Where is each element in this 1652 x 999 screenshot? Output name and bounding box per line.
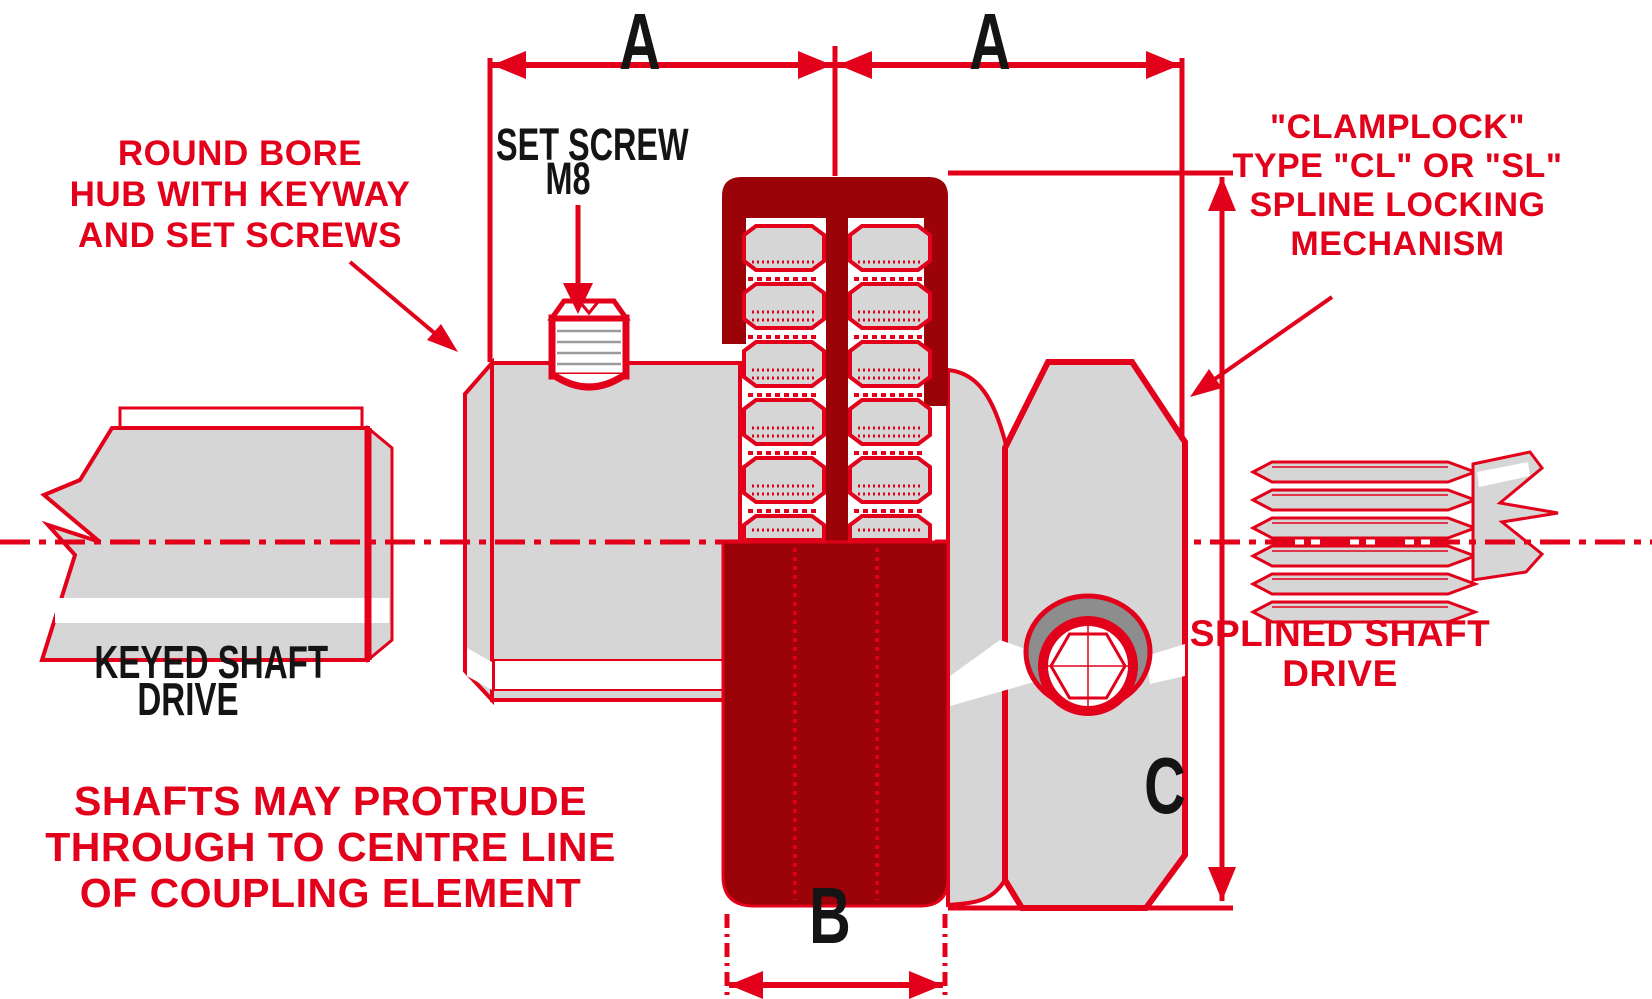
set-screw-label: SET SCREW M8 (468, 119, 689, 204)
dimension-c-label: C (1144, 741, 1186, 830)
dimension-b-label: B (809, 871, 851, 960)
set-screw-label-line: M8 (545, 153, 591, 204)
dimension-a (487, 46, 1185, 440)
round-bore-label: ROUND BORE HUB WITH KEYWAY AND SET SCREW… (20, 133, 460, 256)
key-drawing (118, 406, 364, 430)
coupling-teeth-right (848, 224, 932, 542)
shafts-note-line: THROUGH TO CENTRE LINE (45, 824, 616, 870)
shaft-break-stub-drawing (1471, 450, 1559, 582)
clamplock-label-line: MECHANISM (1290, 225, 1505, 263)
round-bore-label-line: AND SET SCREWS (78, 216, 402, 255)
clamplock-label-line: "CLAMPLOCK" (1270, 108, 1525, 146)
keyed-shaft-label-line: DRIVE (137, 673, 239, 725)
round-bore-label-line: HUB WITH KEYWAY (69, 175, 411, 214)
keyed-shaft-label-line: KEYED SHAFT (94, 636, 329, 688)
leader-arrow-round-bore (348, 260, 458, 352)
shafts-note-label: SHAFTS MAY PROTRUDE THROUGH TO CENTRE LI… (8, 778, 653, 916)
keyed-shaft-drawing (39, 406, 394, 664)
coupling-cap-drawing (722, 177, 948, 218)
shafts-note-line: OF COUPLING ELEMENT (79, 870, 582, 916)
clamplock-label-line: SPLINE LOCKING (1249, 186, 1546, 224)
splined-shaft-label: SPLINED SHAFT DRIVE (1165, 614, 1515, 694)
clamplock-label: "CLAMPLOCK" TYPE "CL" OR "SL" SPLINE LOC… (1230, 108, 1565, 264)
keyed-shaft-label: KEYED SHAFT DRIVE (58, 636, 329, 725)
splined-shaft-drawing (1249, 450, 1559, 624)
dimension-c (948, 170, 1236, 911)
coupling-teeth-left (742, 224, 826, 542)
dimension-b (724, 914, 948, 999)
round-bore-label-line: ROUND BORE (117, 134, 363, 173)
clamplock-label-line: TYPE "CL" OR "SL" (1232, 147, 1563, 185)
hex-socket-bolt-drawing (1023, 593, 1153, 716)
splined-shaft-label-line: SPLINED SHAFT (1189, 613, 1491, 654)
dimension-a-left-label: A (619, 0, 661, 86)
keyway-slot-drawing (493, 659, 739, 691)
hub-drawing (463, 357, 742, 706)
coupling-element-drawing (721, 177, 950, 908)
set-screw-drawing (547, 298, 631, 391)
leader-arrow-set-screw (563, 205, 593, 314)
set-screw-label-line: SET SCREW (496, 119, 689, 170)
leader-arrow-clamplock (1190, 295, 1334, 397)
coupling-body-drawing (721, 540, 950, 908)
splined-shaft-label-line: DRIVE (1282, 653, 1398, 694)
dimension-a-right-label: A (969, 0, 1011, 86)
shafts-note-line: SHAFTS MAY PROTRUDE (74, 778, 587, 824)
clamp-hub-drawing (946, 359, 1188, 911)
